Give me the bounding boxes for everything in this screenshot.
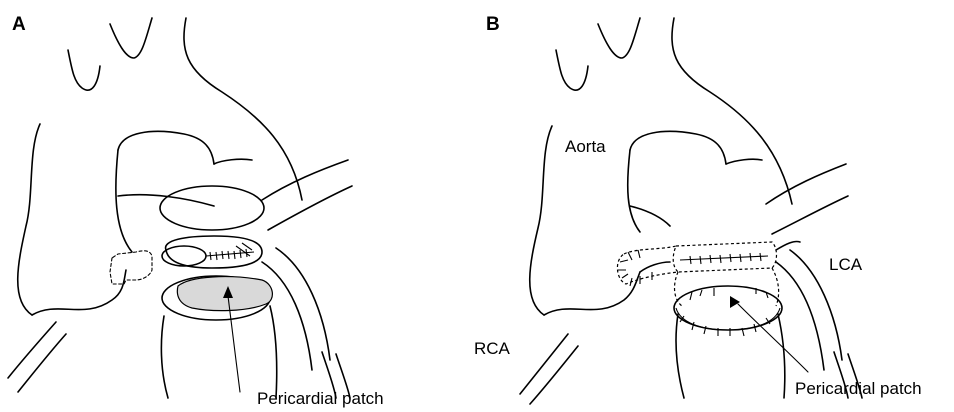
ventricle-outline	[676, 314, 684, 398]
vessel-stub	[556, 50, 588, 90]
ventricle-outline	[778, 314, 785, 398]
vessel-line	[18, 334, 66, 392]
vessel-line	[268, 186, 352, 230]
aortic-root	[628, 150, 640, 232]
lca-branch	[776, 241, 800, 250]
suture-stitches	[210, 243, 252, 260]
aorta-outline	[544, 272, 640, 315]
patch-pointer-line	[738, 304, 808, 372]
patch-label-a: Pericardial patch	[257, 389, 384, 408]
aortic-root	[214, 159, 252, 164]
aortic-root	[116, 150, 132, 252]
patch-suture-line	[676, 308, 780, 330]
vessel-stub	[68, 50, 100, 90]
ventricle-outline	[270, 306, 277, 398]
rca-label: RCA	[474, 339, 511, 358]
panel-b-letter: B	[486, 14, 500, 35]
vessel-stub	[598, 18, 640, 58]
aorta-outline	[530, 126, 552, 315]
rca-anastomosis	[617, 246, 678, 284]
patch-label-b: Pericardial patch	[795, 379, 922, 398]
aorta-outline	[18, 124, 40, 315]
pericardial-tunnel	[772, 268, 779, 306]
aortic-root	[630, 131, 726, 164]
aorta-outline	[32, 270, 126, 315]
aortic-root	[630, 206, 670, 226]
aortic-root	[118, 131, 214, 164]
panel-a-letter: A	[12, 14, 26, 35]
upper-lumen	[160, 186, 264, 230]
aorta-outline	[184, 18, 302, 200]
aortic-root	[726, 159, 762, 164]
aorta-label: Aorta	[565, 137, 606, 156]
vessel-line	[520, 334, 568, 394]
vessel-line	[776, 262, 824, 370]
vessel-line	[8, 322, 56, 378]
pericardial-tunnel-upper	[676, 242, 777, 272]
aortic-root	[118, 195, 214, 206]
tunnel-stitches	[690, 253, 761, 264]
vessel-line	[276, 248, 330, 360]
pericardial-tunnel	[675, 272, 682, 306]
vessel-line	[766, 164, 846, 204]
rca-stump	[640, 262, 670, 272]
patch-stitches-upper	[690, 288, 768, 300]
vessel-line	[772, 196, 848, 234]
aorta-outline	[672, 18, 792, 204]
panel-b: B	[474, 14, 922, 404]
vessel-stub	[110, 18, 152, 58]
vessel-line	[530, 346, 578, 404]
ventricle-outline	[161, 316, 168, 398]
lca-label: LCA	[829, 255, 863, 274]
patch-arrowhead	[730, 296, 740, 308]
coronary-stump	[110, 251, 152, 284]
tunnel-suture	[680, 256, 768, 260]
panel-a: A	[8, 14, 384, 408]
